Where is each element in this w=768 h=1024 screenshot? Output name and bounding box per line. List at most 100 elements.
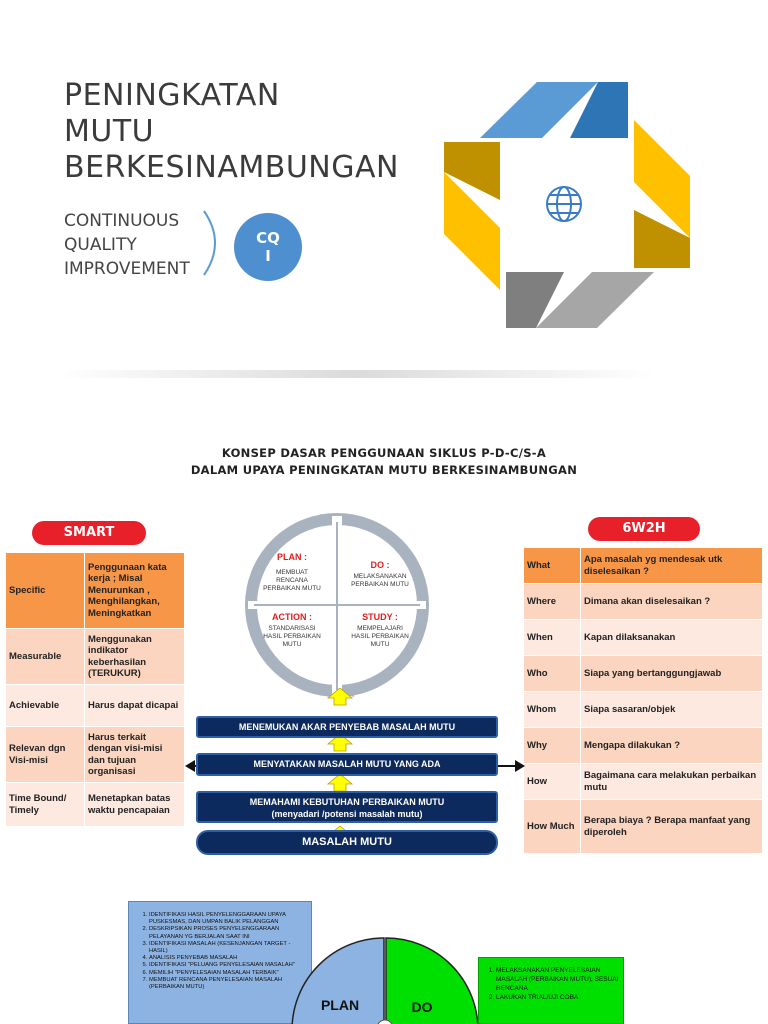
table-row: Why Mengapa dilakukan ? <box>523 727 763 764</box>
pdca-do-text: PERBAIKAN MUTU <box>351 581 409 588</box>
list-item: IDENTIFIKASI "PELUANG PENYELESAIAN MASAL… <box>149 962 307 969</box>
cycle-segment-dark-blue <box>570 82 628 138</box>
list-item: MEMILIH "PENYELESAIAN MASALAH TERBAIK" <box>149 970 307 977</box>
up-arrow-icon <box>326 688 354 706</box>
smart-key: Achievable <box>5 684 85 727</box>
w2h-key: When <box>523 619 581 656</box>
list-item: DESKRIPSIKAN PROSES PENYELENGGARAAN PELA… <box>149 926 307 940</box>
table-row: Relevan dgn Visi-misi Harus terkait deng… <box>5 726 185 783</box>
list-item: LAKUKAN TRIAL/UJI COBA <box>496 993 620 1002</box>
plan-list-box: IDENTIFIKASI HASIL PENYELENGGARAAN UPAYA… <box>128 901 312 1024</box>
pdca-study-text: MUTU <box>371 641 390 648</box>
cycle-segment-dark-yellow <box>634 210 690 268</box>
w2h-key: Why <box>523 727 581 764</box>
pdca-study-text: HASIL PERBAIKAN <box>351 633 409 640</box>
smart-key: Specific <box>5 552 85 629</box>
slide-divider <box>55 370 655 378</box>
arrow-right-icon <box>515 760 525 772</box>
subtitle: CONTINUOUS QUALITY IMPROVEMENT <box>64 211 190 279</box>
konsep-heading-2: DALAM UPAYA PENINGKATAN MUTU BERKESINAMB… <box>190 463 578 477</box>
smart-key: Relevan dgn Visi-misi <box>5 726 85 783</box>
arrow-icon <box>320 514 336 525</box>
smart-value: Penggunaan kata kerja ; Misal Menurunkan… <box>84 552 185 629</box>
w2h-key: Who <box>523 655 581 692</box>
table-row: Specific Penggunaan kata kerja ; Misal M… <box>5 552 185 629</box>
list-item: ANALISIS PENYEBAB MASALAH <box>149 955 307 962</box>
do-list: MELAKSANAKAN PENYELESAIAN MASALAH (PERBA… <box>482 966 620 1002</box>
w2h-value: Siapa sasaran/objek <box>580 691 763 728</box>
w2h-table: What Apa masalah yg mendesak utk diseles… <box>523 547 763 854</box>
plan-list: IDENTIFIKASI HASIL PENYELENGGARAAN UPAYA… <box>133 912 307 991</box>
cycle-segment-yellow-left <box>444 172 500 290</box>
pdca-plan-text: RENCANA <box>276 577 308 584</box>
pdca-do-text: MELAKSANAKAN <box>353 573 406 580</box>
arrow-left-icon <box>185 760 195 772</box>
cycle-segment-blue <box>480 82 598 138</box>
step-state-problem: MENYATAKAN MASALAH MUTU YANG ADA <box>196 753 498 776</box>
table-row: Whom Siapa sasaran/objek <box>523 691 763 728</box>
pdca-plan-text: PERBAIKAN MUTU <box>263 585 321 592</box>
do-quadrant-label: DO <box>412 999 433 1015</box>
w2h-key: Where <box>523 583 581 620</box>
table-row: Where Dimana akan diselesaikan ? <box>523 583 763 620</box>
pdca-half-circle: PLAN DO <box>291 937 479 1024</box>
smart-value: Menggunakan indikator keberhasilan (TERU… <box>84 628 185 685</box>
up-arrow-icon <box>326 773 354 792</box>
smart-key: Time Bound/ Timely <box>5 782 85 827</box>
step-quality-problem: MASALAH MUTU <box>196 830 498 855</box>
arrow-icon <box>338 685 354 697</box>
konsep-heading-1: KONSEP DASAR PENGGUNAAN SIKLUS P-D-C/S-A <box>221 446 547 460</box>
pdca-plan-title: PLAN : <box>277 552 307 562</box>
table-row: How Bagaimana cara melakukan perbaikan m… <box>523 763 763 800</box>
table-row: Who Siapa yang bertanggungjawab <box>523 655 763 692</box>
pdca-action-title: ACTION : <box>272 612 312 622</box>
table-row: Time Bound/ Timely Menetapkan batas wakt… <box>5 782 185 827</box>
globe-icon <box>546 186 582 222</box>
smart-value: Harus dapat dicapai <box>84 684 185 727</box>
cycle-segment-yellow <box>634 120 690 238</box>
w2h-value: Kapan dilaksanakan <box>580 619 763 656</box>
table-row: When Kapan dilaksanakan <box>523 619 763 656</box>
w2h-key: How <box>523 763 581 800</box>
list-item: IDENTIFIKASI MASALAH (KESENJANGAN TARGET… <box>149 941 307 955</box>
pdca-action-text: HASIL PERBAIKAN <box>263 633 321 640</box>
list-item: IDENTIFIKASI HASIL PENYELENGGARAAN UPAYA… <box>149 912 307 926</box>
cycle-segment-dark-yellow-left <box>444 142 500 200</box>
smart-value: Menetapkan batas waktu pencapaian <box>84 782 185 827</box>
plan-quadrant-label: PLAN <box>321 997 359 1013</box>
main-title: PENINGKATAN MUTU BERKESINAMBUNGAN <box>64 78 399 185</box>
step-understand-needs-text: MEMAHAMI KEBUTUHAN PERBAIKAN MUTU <box>249 797 445 807</box>
list-item: MELAKSANAKAN PENYELESAIAN MASALAH (PERBA… <box>496 966 620 993</box>
list-item: MEMBUAT RENCANA PENYELESAIAN MASALAH (PE… <box>149 977 307 991</box>
pdca-cycle: PLAN : MEMBUAT RENCANA PERBAIKAN MUTU DO… <box>245 513 429 698</box>
pdca-action-text: STANDARISASI <box>268 625 315 632</box>
pdca-study-title: STUDY : <box>362 612 398 622</box>
pdca-action-text: MUTU <box>283 641 302 648</box>
bracket-decoration <box>203 210 216 276</box>
table-row: Achievable Harus dapat dicapai <box>5 684 185 727</box>
w2h-value: Siapa yang bertanggungjawab <box>580 655 763 692</box>
cycle-segment-gray <box>536 272 654 328</box>
step-understand-needs-note: (menyadari /potensi masalah mutu) <box>271 809 423 819</box>
w2h-value: Berapa biaya ? Berapa manfaat yang diper… <box>580 799 763 854</box>
pdca-do-title: DO : <box>371 560 390 570</box>
do-list-box: MELAKSANAKAN PENYELESAIAN MASALAH (PERBA… <box>478 957 624 1024</box>
w2h-value: Apa masalah yg mendesak utk diselesaikan… <box>580 547 763 584</box>
smart-key: Measurable <box>5 628 85 685</box>
pdca-plan-text: MEMBUAT <box>276 569 308 576</box>
cycle-segment-dark-gray <box>506 272 564 328</box>
smart-value: Harus terkait dengan visi-misi dan tujua… <box>84 726 185 783</box>
cqi-badge: CQI <box>234 213 302 281</box>
table-row: Measurable Menggunakan indikator keberha… <box>5 628 185 685</box>
up-arrow-icon <box>326 733 354 752</box>
w2h-value: Dimana akan diselesaikan ? <box>580 583 763 620</box>
w2h-key: Whom <box>523 691 581 728</box>
table-row: How Much Berapa biaya ? Berapa manfaat y… <box>523 799 763 854</box>
smart-label: SMART <box>32 521 146 545</box>
smart-table: Specific Penggunaan kata kerja ; Misal M… <box>5 552 185 827</box>
cqi-badge-text: CQI <box>256 229 280 265</box>
w2h-key: How Much <box>523 799 581 854</box>
cycle-logo <box>444 82 690 328</box>
step-understand-needs: MEMAHAMI KEBUTUHAN PERBAIKAN MUTU (menya… <box>196 791 498 823</box>
w2h-value: Bagaimana cara melakukan perbaikan mutu <box>580 763 763 800</box>
